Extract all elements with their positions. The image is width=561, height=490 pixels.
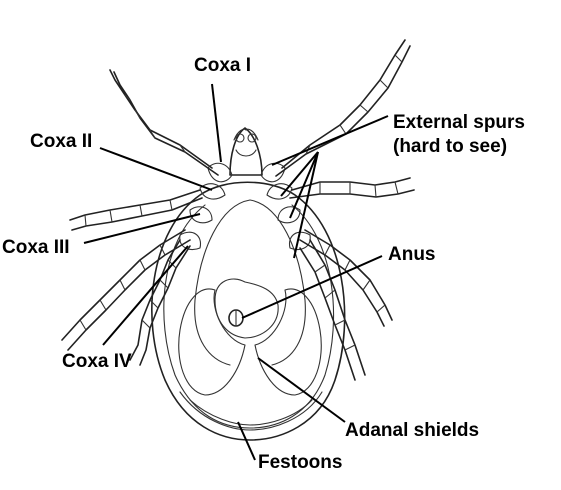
leader-lines bbox=[83, 83, 389, 461]
label-coxa-i: Coxa I bbox=[194, 55, 252, 76]
legs-left bbox=[61, 69, 219, 366]
label-festoons: Festoons bbox=[258, 452, 343, 473]
leader-spur-3 bbox=[289, 151, 319, 219]
capitulum bbox=[229, 127, 263, 176]
leader-coxa-iii bbox=[83, 213, 201, 244]
leader-adanal-shields bbox=[257, 357, 346, 423]
leader-spur-4 bbox=[293, 151, 319, 259]
label-adanal-shields: Adanal shields bbox=[345, 420, 480, 441]
leader-coxa-iv bbox=[102, 245, 189, 346]
label-coxa-ii: Coxa II bbox=[30, 131, 93, 152]
label-external-spurs-note: (hard to see) bbox=[393, 136, 508, 157]
label-coxa-iv: Coxa IV bbox=[62, 351, 132, 372]
tick-body bbox=[151, 181, 346, 441]
label-coxa-iii: Coxa III bbox=[2, 237, 70, 258]
coxae bbox=[179, 162, 311, 251]
adanal-shield-right bbox=[254, 288, 322, 396]
label-anus: Anus bbox=[388, 244, 436, 265]
label-external-spurs: External spurs bbox=[393, 112, 525, 133]
adanal-shield-left bbox=[178, 288, 246, 396]
leader-coxa-ii bbox=[99, 147, 213, 191]
leader-spur-1 bbox=[271, 115, 389, 166]
leader-coxa-i bbox=[211, 83, 222, 163]
leader-spur-2 bbox=[280, 151, 319, 197]
legs-right bbox=[275, 39, 415, 381]
leader-anus bbox=[241, 255, 383, 319]
leader-festoons bbox=[237, 421, 256, 461]
